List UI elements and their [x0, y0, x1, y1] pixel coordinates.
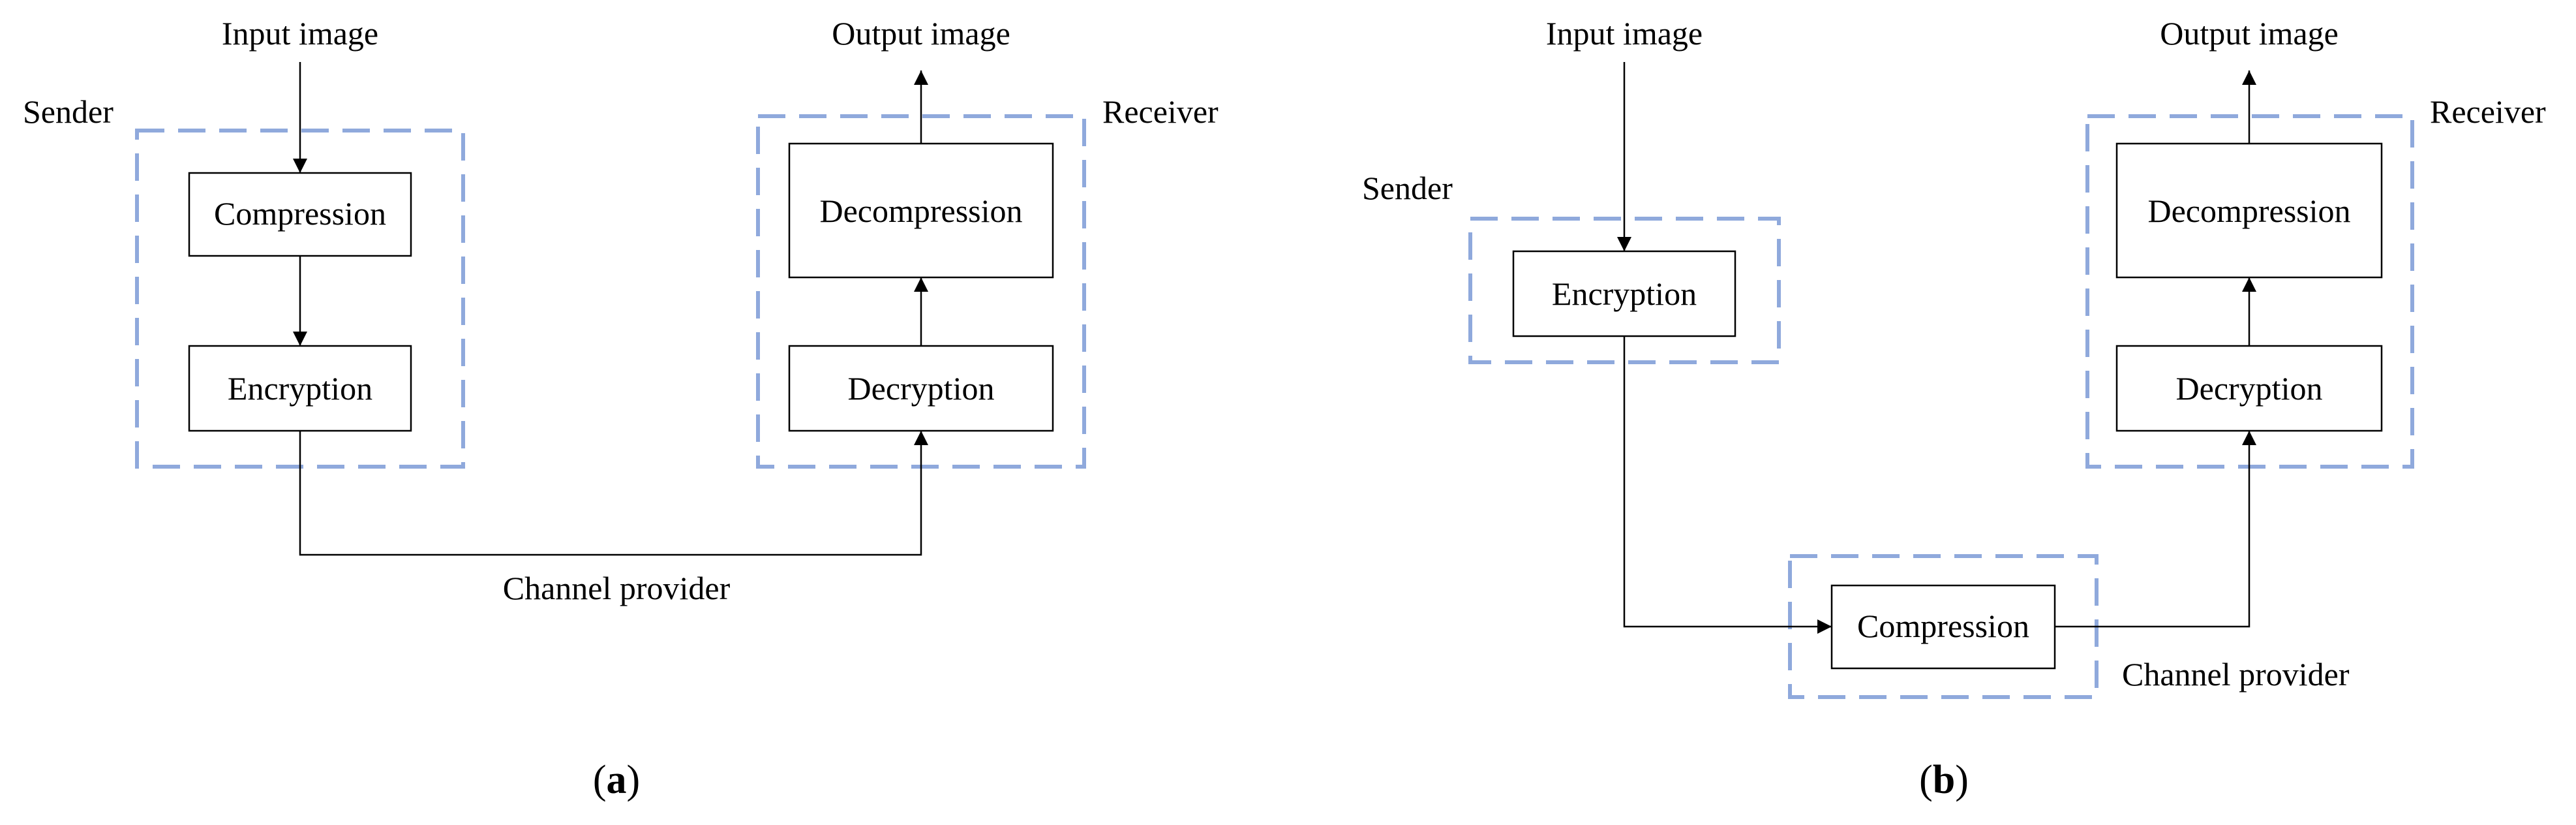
- compression-label-b: Compression: [1857, 608, 2029, 644]
- decryption-box-b: [2115, 345, 2383, 432]
- input-image-label-a: Input image: [222, 15, 378, 52]
- encryption-box-a: [188, 345, 412, 432]
- path-compression-to-decryption-b: [2055, 431, 2256, 628]
- sender-boundary-b: [1468, 217, 1781, 364]
- decryption-box-a: [788, 345, 1054, 432]
- receiver-label-b: Receiver: [2430, 93, 2546, 130]
- decryption-label-a: Decryption: [848, 370, 995, 407]
- decompression-label-a: Decompression: [819, 193, 1022, 229]
- encryption-label-b: Encryption: [1552, 275, 1697, 312]
- channel-path-a: [299, 431, 928, 556]
- panel-a: Compression Encryption Decompression Dec…: [23, 15, 1219, 802]
- output-image-label-a: Output image: [832, 15, 1010, 52]
- channel-provider-label-a: Channel provider: [503, 570, 731, 606]
- output-image-label-b: Output image: [2160, 15, 2339, 52]
- encryption-box-b: [1512, 250, 1736, 337]
- caption-b: (b): [1919, 758, 1969, 802]
- input-image-label-b: Input image: [1546, 15, 1703, 52]
- channel-provider-label-b: Channel provider: [2122, 656, 2350, 693]
- receiver-label-a: Receiver: [1102, 93, 1219, 130]
- sender-label-b: Sender: [1362, 170, 1453, 206]
- compression-label-a: Compression: [214, 195, 386, 232]
- decompression-box-b: [2115, 142, 2383, 279]
- encryption-label-a: Encryption: [228, 370, 372, 407]
- decryption-label-b: Decryption: [2176, 370, 2323, 407]
- decompression-box-a: [788, 142, 1054, 279]
- caption-a: (a): [593, 758, 640, 802]
- compression-box-b: [1830, 584, 2056, 670]
- decompression-label-b: Decompression: [2147, 193, 2350, 229]
- compression-box-a: [188, 172, 412, 257]
- path-encryption-to-compression-b: [1623, 336, 1832, 634]
- panel-b: Encryption Compression Decompression Dec…: [1362, 15, 2546, 802]
- sender-label-a: Sender: [23, 93, 114, 130]
